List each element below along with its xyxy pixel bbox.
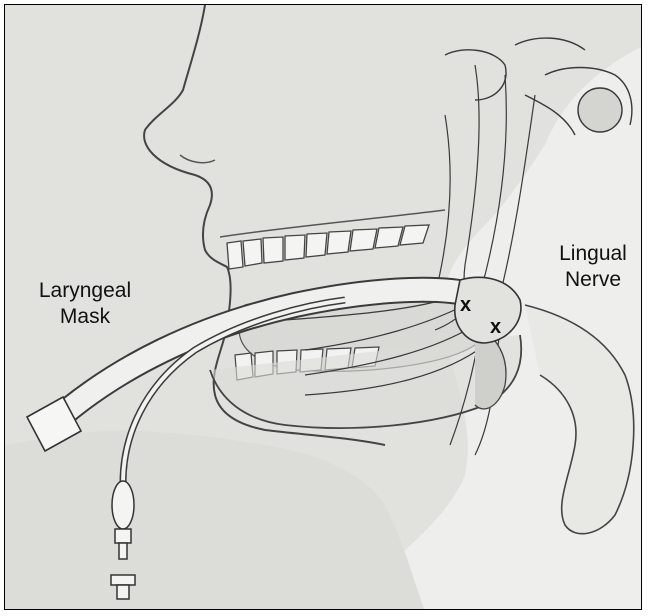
- laryngeal-mask-label: Laryngeal Mask: [25, 278, 145, 330]
- lingual-nerve-label-line1: Lingual: [553, 241, 633, 267]
- lingual-nerve-label: Lingual Nerve: [553, 241, 633, 293]
- pharynx-outline: [525, 305, 634, 534]
- pilot-balloon: [111, 481, 135, 599]
- nerve-marker-2: x: [490, 316, 501, 338]
- illustration-frame: x x Laryngeal Mask Lingual Nerve: [4, 4, 642, 610]
- nerve-marker-1: x: [460, 294, 471, 316]
- laryngeal-mask-label-line1: Laryngeal: [25, 278, 145, 304]
- lingual-nerve-label-line2: Nerve: [553, 267, 633, 293]
- laryngeal-mask-label-line2: Mask: [25, 304, 145, 330]
